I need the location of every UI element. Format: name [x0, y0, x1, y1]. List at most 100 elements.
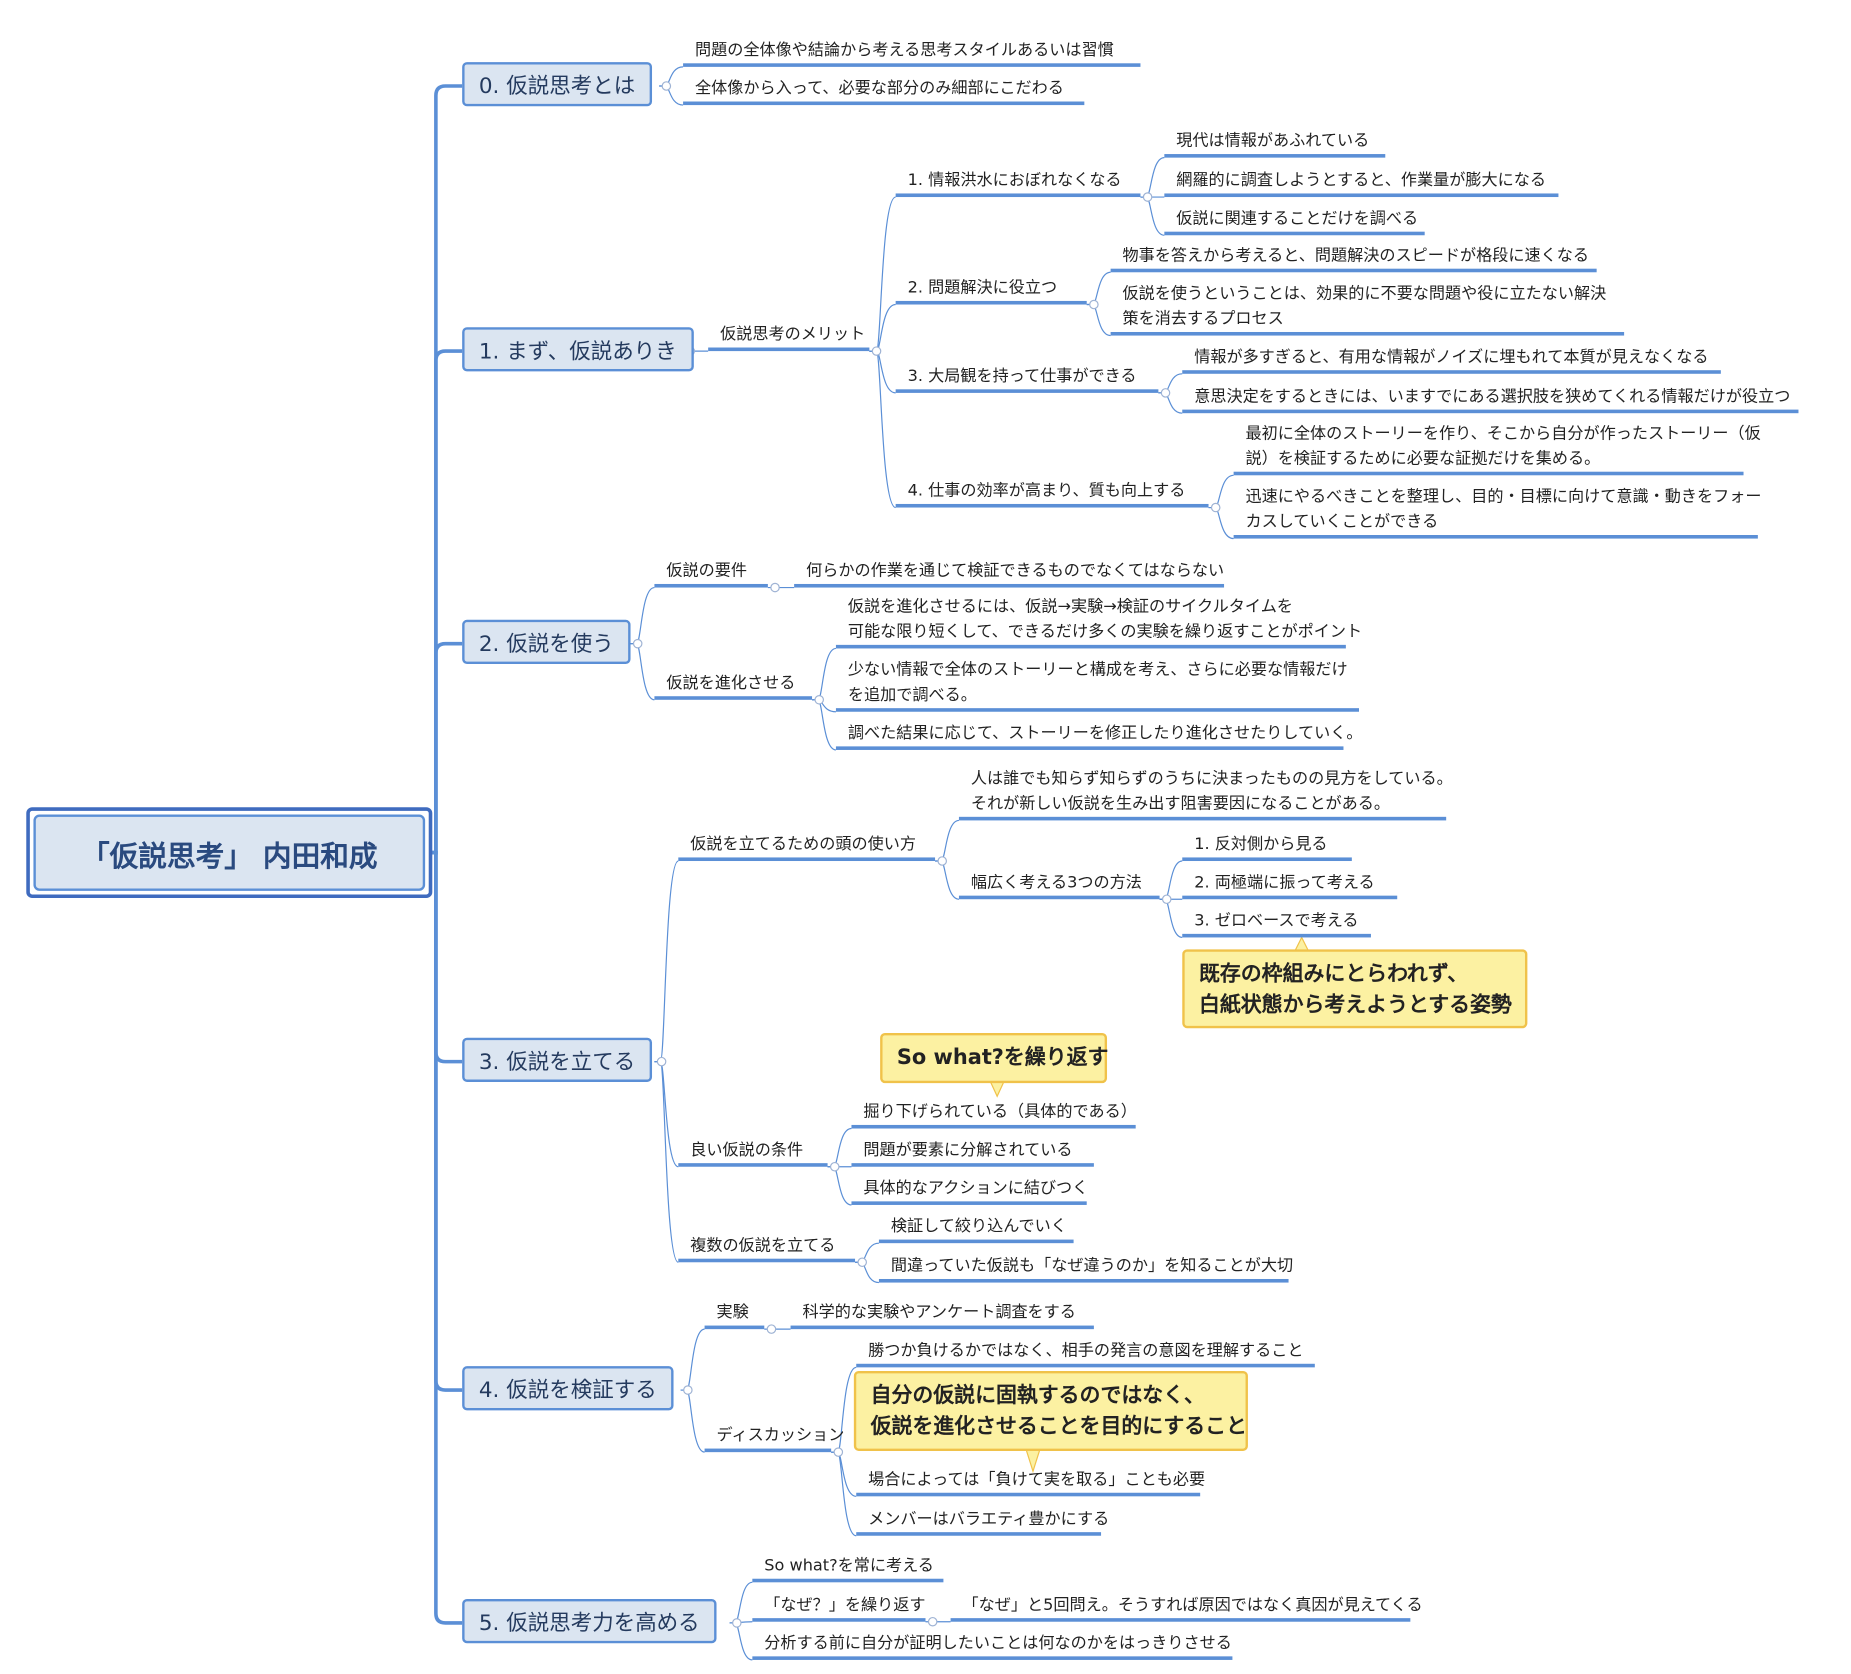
topic-4[interactable]: 4. 仮説を検証する	[462, 1366, 674, 1411]
leaf-node[interactable]: 情報が多すぎると、有用な情報がノイズに埋もれて本質が見えなくなる	[1182, 345, 1721, 374]
branch-connector	[654, 1061, 679, 1263]
branch-connector	[869, 350, 896, 394]
collapse-toggle-icon[interactable]	[857, 1257, 867, 1268]
branch-connector	[827, 1166, 852, 1206]
collapse-toggle-icon[interactable]	[1210, 502, 1221, 513]
leaf-node[interactable]: 人は誰でも知らず知らずのうちに決まったものの見方をしている。 それが新しい仮説を…	[958, 767, 1453, 821]
topic-3[interactable]: 3. 仮説を立てる	[462, 1037, 652, 1082]
leaf-node[interactable]: 全体像から入って、必要な部分のみ細部にこだわる	[683, 76, 1085, 106]
main-branch-connector	[425, 84, 463, 855]
leaf-node[interactable]: So what?を常に考える	[752, 1554, 944, 1583]
collapse-toggle-icon[interactable]	[1161, 894, 1172, 905]
leaf-node[interactable]: 仮説を進化させるには、仮説→実験→検証のサイクルタイムを 可能な限り短くして、で…	[835, 595, 1362, 649]
leaf-node[interactable]: 1. 反対側から見る	[1182, 832, 1352, 862]
leaf-node[interactable]: 現代は情報があふれている	[1164, 129, 1386, 158]
subtopic-node[interactable]: 複数の仮説を立てる	[678, 1234, 856, 1263]
subtopic-node[interactable]: 2. 問題解決に役立つ	[895, 276, 1087, 305]
branch-connector	[630, 643, 655, 701]
leaf-node[interactable]: 問題が要素に分解されている	[851, 1138, 1094, 1167]
topic-0[interactable]: 0. 仮説思考とは	[462, 62, 652, 107]
leaf-node[interactable]: 調べた結果に応じて、ストーリーを修正したり進化させたりしていく。	[835, 721, 1362, 750]
collapse-toggle-icon[interactable]	[927, 1616, 938, 1627]
subtopic-node[interactable]: 仮説を立てるための頭の使い方	[678, 832, 936, 862]
branch-connector	[1140, 196, 1165, 236]
main-branch-connector	[425, 850, 463, 1392]
branch-connector	[654, 1061, 679, 1168]
callout-note[interactable]: 自分の仮説に固執するのではなく、 仮説を進化させることを目的にすること	[853, 1370, 1248, 1451]
collapse-toggle-icon[interactable]	[1160, 388, 1171, 398]
collapse-toggle-icon[interactable]	[656, 1056, 667, 1067]
branch-connector	[935, 860, 960, 900]
branch-connector	[680, 1389, 705, 1453]
collapse-toggle-icon[interactable]	[732, 1618, 742, 1628]
collapse-toggle-icon[interactable]	[766, 1324, 777, 1334]
subtopic-node[interactable]: 3. 大局観を持って仕事ができる	[895, 364, 1159, 393]
branch-connector	[1208, 506, 1234, 540]
leaf-node[interactable]: 3. ゼロベースで考える	[1182, 909, 1371, 938]
branch-connector	[729, 1581, 753, 1624]
leaf-node[interactable]: 少ない情報で全体のストーリーと構成を考え、さらに必要な情報だけ を追加で調べる。	[835, 658, 1359, 712]
leaf-node[interactable]: メンバーはバラエティ豊かにする	[856, 1507, 1109, 1536]
collapse-toggle-icon[interactable]	[1089, 299, 1099, 310]
branch-connector	[935, 819, 960, 862]
collapse-toggle-icon[interactable]	[1142, 192, 1153, 202]
callout-note[interactable]: 既存の枠組みにとらわれず、 白紙状態から考えようとする姿勢	[1182, 949, 1528, 1029]
central-topic-label: 「仮説思考」 内田和成	[33, 814, 426, 891]
leaf-node[interactable]: 分析する前に自分が証明したいことは何なのかをはっきりさせる	[752, 1631, 1233, 1660]
collapse-toggle-icon[interactable]	[937, 856, 948, 866]
collapse-toggle-icon[interactable]	[661, 81, 672, 91]
branch-connector	[812, 647, 837, 701]
branch-connector	[869, 303, 896, 352]
collapse-toggle-icon[interactable]	[833, 1447, 844, 1457]
branch-connector	[729, 1622, 753, 1661]
topic-5[interactable]: 5. 仮説思考力を高める	[462, 1599, 717, 1644]
leaf-node[interactable]: 掘り下げられている（具体的である）	[851, 1100, 1137, 1129]
leaf-node[interactable]: 最初に全体のストーリーを作り、そこから自分が作ったストーリー（仮 説）を検証する…	[1233, 422, 1761, 476]
leaf-node[interactable]: 科学的な実験やアンケート調査をする	[790, 1300, 1094, 1330]
central-topic[interactable]: 「仮説思考」 内田和成	[26, 807, 433, 899]
branch-connector	[812, 699, 837, 751]
subtopic-node[interactable]: ディスカッション	[704, 1423, 844, 1453]
subtopic-node[interactable]: 良い仮説の条件	[678, 1138, 828, 1167]
leaf-node[interactable]: 何らかの作業を通じて検証できるものでなくてはならない	[794, 559, 1224, 588]
leaf-node[interactable]: 仮説に関連することだけを調べる	[1164, 207, 1425, 236]
callout-note[interactable]: So what?を繰り返す	[880, 1032, 1108, 1084]
leaf-node[interactable]: 網羅的に調査しようとすると、作業量が膨大になる	[1164, 168, 1559, 198]
leaf-node[interactable]: 仮説を使うということは、効果的に不要な問題や役に立たない解決 策を消去するプロセ…	[1110, 282, 1625, 336]
main-branch-connector	[425, 641, 463, 855]
subtopic-node[interactable]: 仮説の要件	[654, 559, 768, 588]
subtopic-node[interactable]: 幅広く考える3つの方法	[958, 871, 1160, 900]
subtopic-node[interactable]: 仮説を進化させる	[654, 671, 813, 700]
subtopic-node[interactable]: 「なぜ？」を繰り返す	[752, 1593, 926, 1622]
branch-connector	[1086, 303, 1111, 337]
leaf-node[interactable]: 検証して絞り込んでいく	[878, 1215, 1074, 1244]
collapse-toggle-icon[interactable]	[632, 638, 643, 649]
collapse-toggle-icon[interactable]	[683, 1385, 693, 1395]
subtopic-node[interactable]: 仮説思考のメリット	[708, 322, 870, 352]
collapse-toggle-icon[interactable]	[829, 1161, 840, 1172]
branch-connector	[654, 860, 679, 1063]
branch-connector	[1159, 898, 1183, 939]
topic-1[interactable]: 1. まず、仮説ありき	[462, 327, 694, 372]
subtopic-node[interactable]: 1. 情報洪水におぼれなくなる	[895, 168, 1141, 198]
branch-connector	[680, 1328, 705, 1391]
leaf-node[interactable]: 間違っていた仮説も「なぜ違うのか」を知ることが大切	[878, 1254, 1293, 1283]
collapse-toggle-icon[interactable]	[770, 582, 780, 593]
branch-connector	[630, 586, 655, 645]
leaf-node[interactable]: 2. 両極端に振って考える	[1182, 871, 1398, 900]
topic-2[interactable]: 2. 仮説を使う	[462, 619, 631, 664]
leaf-node[interactable]: 具体的なアクションに結びつく	[851, 1176, 1088, 1205]
leaf-node[interactable]: 迅速にやるべきことを整理し、目的・目標に向けて意識・動きをフォー カスしていくこ…	[1233, 485, 1761, 539]
leaf-node[interactable]: 意思決定をするときには、いますでにある選択肢を狭めてくれる情報だけが役立つ	[1182, 385, 1799, 414]
collapse-toggle-icon[interactable]	[871, 346, 882, 356]
leaf-node[interactable]: 「なぜ」と5回問え。そうすれば原因ではなく真因が見えてくる	[950, 1593, 1423, 1622]
leaf-node[interactable]: 物事を答えから考えると、問題解決のスピードが格段に速くなる	[1110, 244, 1597, 273]
leaf-node[interactable]: 勝つか負けるかではなく、相手の発言の意図を理解すること	[856, 1339, 1315, 1368]
subtopic-node[interactable]: 4. 仕事の効率が高まり、質も向上する	[895, 479, 1209, 508]
collapse-toggle-icon[interactable]	[814, 695, 824, 705]
subtopic-node[interactable]: 実験	[704, 1300, 765, 1330]
leaf-node[interactable]: 場合によっては「負けて実を取る」ことも必要	[856, 1468, 1205, 1497]
leaf-node[interactable]: 問題の全体像や結論から考える思考スタイルあるいは習慣	[683, 38, 1141, 67]
